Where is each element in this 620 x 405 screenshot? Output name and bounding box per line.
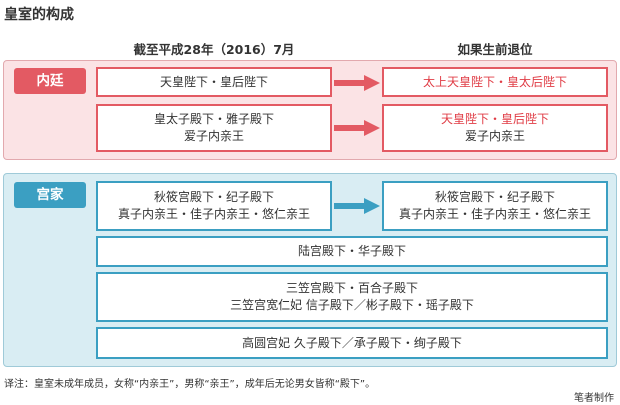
box-line: 太上天皇陛下・皇太后陛下 <box>422 74 567 89</box>
box-line: 秋筱宫殿下・纪子殿下 <box>153 190 274 204</box>
box-line: 爱子内亲王 <box>183 129 244 143</box>
box-line: 秋筱宫殿下・纪子殿下 <box>434 190 555 204</box>
arrow-right-icon <box>334 75 380 91</box>
akishino-after-box: 秋筱宫殿下・纪子殿下 真子内亲王・佳子内亲王・悠仁亲王 <box>382 181 608 231</box>
naitei-row1-after-box: 太上天皇陛下・皇太后陛下 <box>382 67 608 97</box>
naitei-row1-current-box: 天皇陛下・皇后陛下 <box>96 67 332 97</box>
box-line: 爱子内亲王 <box>464 129 525 143</box>
box-line: 高圆宫妃 久子殿下／承子殿下・绚子殿下 <box>242 335 462 350</box>
box-line: 陆宫殿下・华子殿下 <box>297 244 406 258</box>
mikasa-box: 三笠宫殿下・百合子殿下 三笠宫宽仁妃 信子殿下／彬子殿下・瑶子殿下 <box>96 272 608 322</box>
arrow-right-icon <box>334 120 380 136</box>
box-line: 真子内亲王・佳子内亲王・悠仁亲王 <box>398 207 591 221</box>
naitei-row2-after-box: 天皇陛下・皇后陛下 爱子内亲王 <box>382 104 608 152</box>
box-line: 真子内亲王・佳子内亲王・悠仁亲王 <box>117 207 310 221</box>
kyuke-tag: 宫家 <box>14 182 86 208</box>
figure-title: 皇室的构成 <box>4 7 74 23</box>
column-header-current: 截至平成28年（2016）7月 <box>133 42 295 57</box>
column-header-after: 如果生前退位 <box>457 42 533 57</box>
box-line: 天皇陛下・皇后陛下 <box>159 74 268 89</box>
box-line: 天皇陛下・皇后陛下 <box>440 112 549 126</box>
credit-text: 笔者制作 <box>574 393 614 404</box>
naitei-row2-current-box: 皇太子殿下・雅子殿下 爱子内亲王 <box>96 104 332 152</box>
akishino-current-box: 秋筱宫殿下・纪子殿下 真子内亲王・佳子内亲王・悠仁亲王 <box>96 181 332 231</box>
naitei-tag: 内廷 <box>14 68 86 94</box>
hitachi-box: 陆宫殿下・华子殿下 <box>96 236 608 267</box>
box-line: 三笠宫殿下・百合子殿下 <box>285 281 418 295</box>
arrow-right-icon <box>334 198 380 214</box>
box-line: 三笠宫宽仁妃 信子殿下／彬子殿下・瑶子殿下 <box>230 298 474 312</box>
box-line: 皇太子殿下・雅子殿下 <box>153 112 274 126</box>
translator-note: 译注：皇室未成年成员，女称“内亲王”，男称“亲王”，成年后无论男女皆称“殿下”。 <box>4 379 376 390</box>
takamado-box: 高圆宫妃 久子殿下／承子殿下・绚子殿下 <box>96 327 608 359</box>
